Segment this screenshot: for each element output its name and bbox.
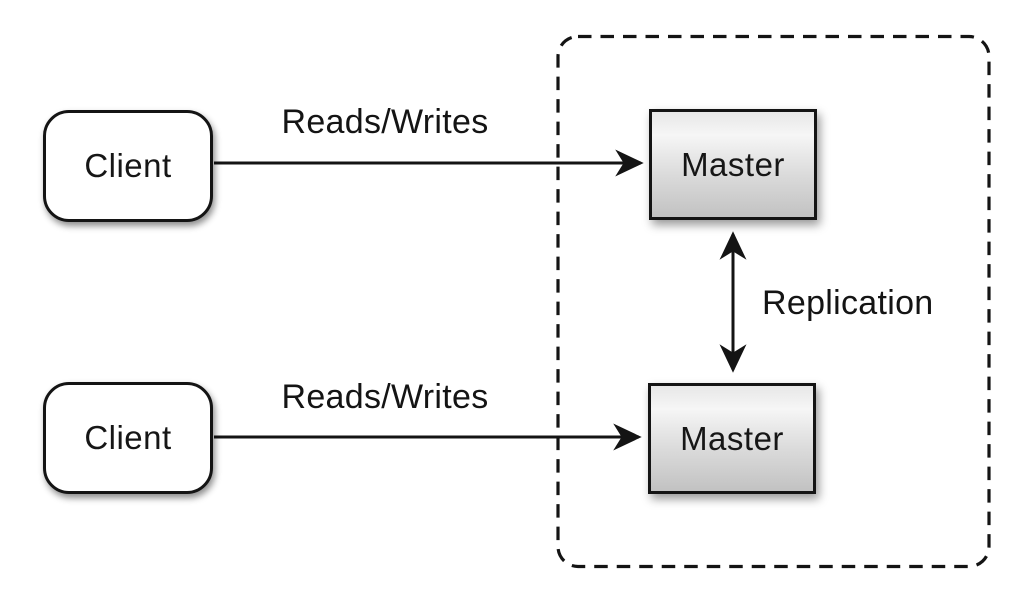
master-node-bottom-label: Master — [680, 419, 784, 457]
replication-label: Replication — [762, 284, 934, 322]
reads-writes-label-bottom: Reads/Writes — [281, 378, 489, 416]
client-node-bottom-label: Client — [84, 419, 172, 456]
master-node-top: Master — [649, 109, 817, 220]
client-node-top: Client — [43, 110, 213, 222]
reads-writes-label-top: Reads/Writes — [281, 103, 489, 141]
master-node-bottom: Master — [648, 383, 816, 494]
client-node-bottom: Client — [43, 382, 213, 494]
master-node-top-label: Master — [681, 145, 785, 183]
client-node-top-label: Client — [84, 147, 172, 184]
